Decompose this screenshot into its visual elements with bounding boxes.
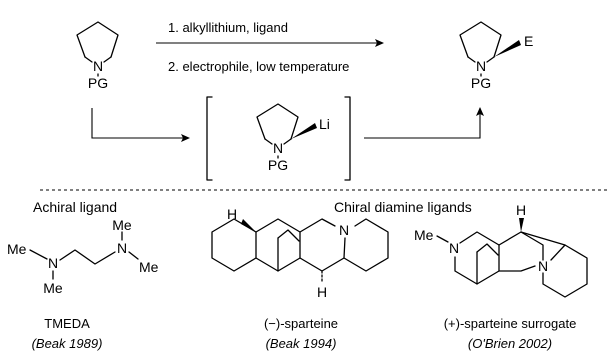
tmeda-citation: (Beak 1989) [32,336,103,351]
pyrrolidine-product: E N PG [459,21,533,91]
nitrogen-atom: N [117,240,127,256]
nitrogen-atom: N [449,240,459,256]
methyl-label: Me [139,259,159,275]
tmeda-name: TMEDA [44,316,90,331]
protecting-group-label: PG [88,75,108,91]
pyrrolidine-starting-material: N PG [76,21,119,91]
nitrogen-atom: N [48,255,58,271]
nitrogen-atom: N [538,258,548,274]
sparteine-structure: N H H [211,206,389,300]
condition-step-2: 2. electrophile, low temperature [168,59,349,74]
electrophile-label: E [524,33,533,49]
sparteine-name: (−)-sparteine [264,316,338,331]
condition-step-1: 1. alkyllithium, ligand [168,20,288,35]
achiral-ligand-header: Achiral ligand [33,199,117,215]
methyl-label: Me [112,217,132,233]
chiral-ligands-header: Chiral diamine ligands [334,199,472,215]
hydrogen-label: H [317,284,327,300]
wedge-bond [291,123,317,139]
sparteine-surrogate-name: (+)-sparteine surrogate [444,316,577,331]
lithiated-intermediate: Li N PG [256,103,330,173]
intermediate-brackets [206,96,351,181]
nitrogen-atom: N [93,58,103,74]
methyl-label: Me [7,241,27,257]
hydrogen-label: H [516,202,526,218]
tmeda-structure: Me N Me N Me Me [7,217,159,296]
nitrogen-atom: N [476,58,486,74]
protecting-group-label: PG [268,157,288,173]
methyl-label: Me [414,227,434,243]
hydrogen-label: H [227,206,237,222]
sparteine-surrogate-structure: Me N N H [414,202,588,298]
sparteine-surrogate-citation: (O'Brien 2002) [468,336,552,351]
nitrogen-atom: N [273,140,283,156]
lithium-label: Li [319,116,330,132]
intermediate-pathway [91,107,484,142]
direct-reaction-arrow: 1. alkyllithium, ligand 2. electrophile,… [156,20,384,74]
methyl-label: Me [43,280,63,296]
protecting-group-label: PG [471,75,491,91]
wedge-bond [494,40,521,57]
sparteine-citation: (Beak 1994) [266,336,337,351]
nitrogen-atom: N [339,222,349,238]
